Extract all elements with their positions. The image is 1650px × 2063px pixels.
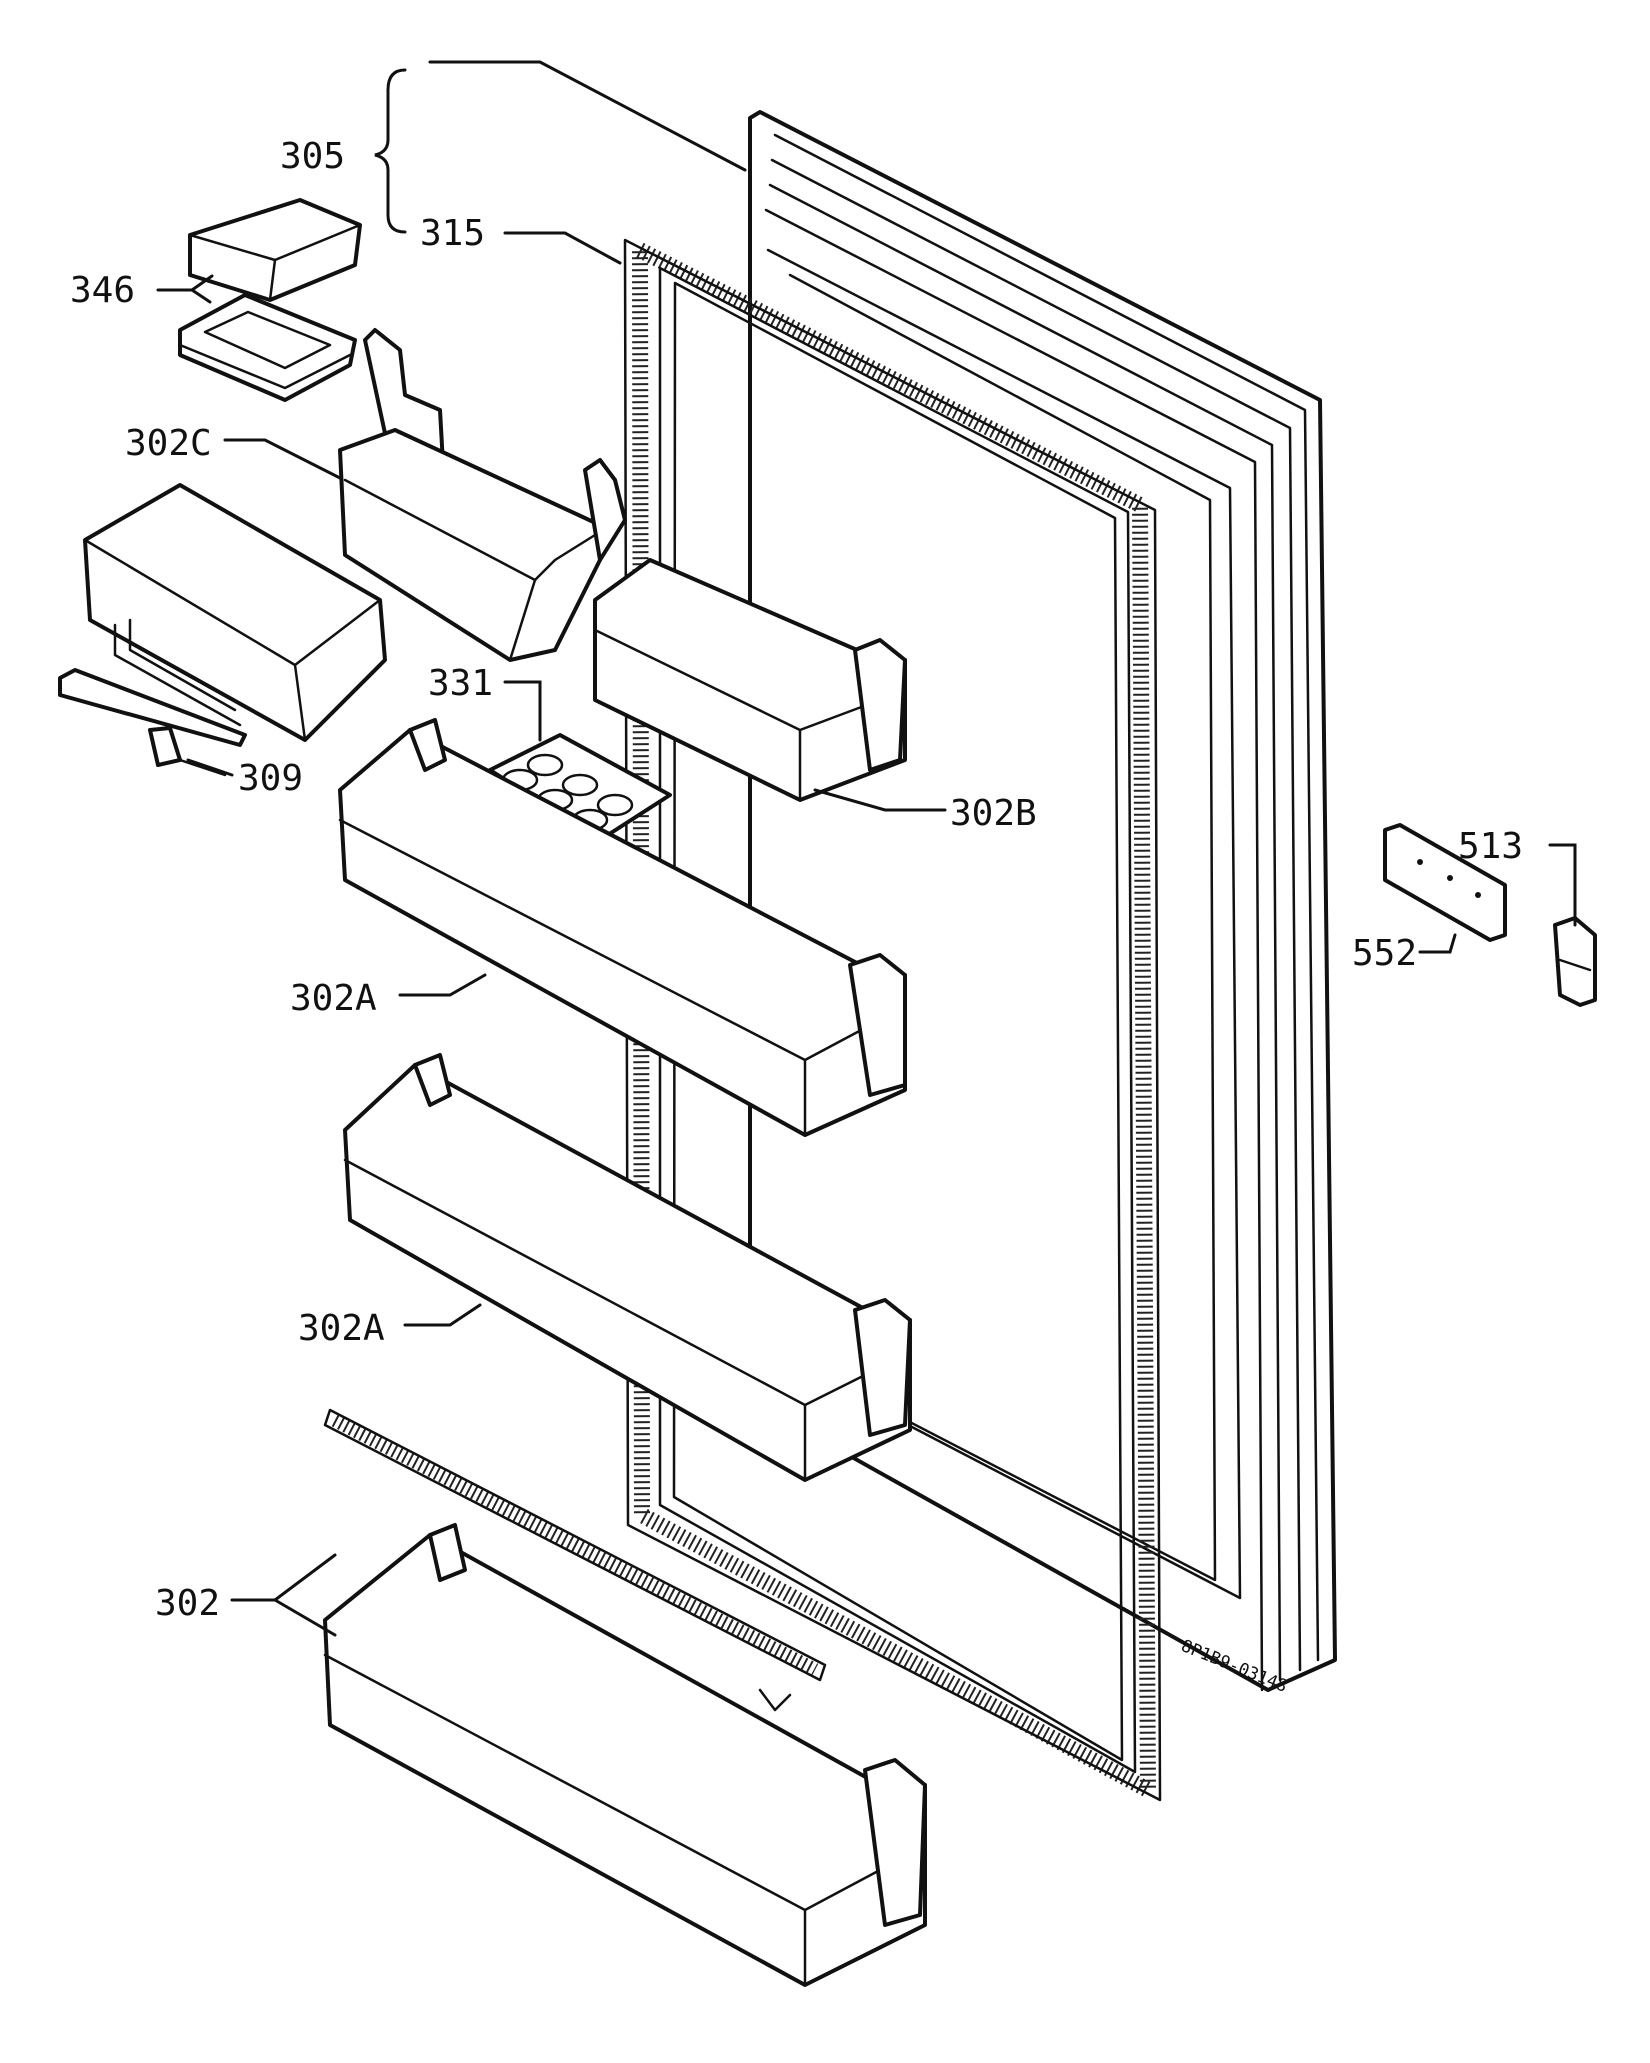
part-346-frame bbox=[178, 293, 357, 402]
leader-302c bbox=[223, 438, 342, 480]
part-302a-lower-shelf bbox=[343, 1053, 912, 1482]
callout-346: 346 bbox=[70, 270, 135, 311]
leader-305 bbox=[428, 60, 747, 172]
leader-346b bbox=[190, 288, 212, 304]
part-bottle-rail bbox=[323, 1408, 827, 1712]
leader-315 bbox=[503, 231, 622, 265]
leader-302-a bbox=[230, 1553, 337, 1602]
callout-309: 309 bbox=[238, 758, 303, 799]
part-305-lid bbox=[188, 198, 362, 302]
leader-331 bbox=[503, 680, 542, 742]
part-302c-shelf bbox=[338, 328, 627, 662]
callout-302a-lower: 302A bbox=[298, 1308, 385, 1349]
callout-302c: 302C bbox=[125, 423, 212, 464]
callout-552: 552 bbox=[1352, 933, 1417, 974]
leader-302-b bbox=[273, 1598, 337, 1637]
part-302a-upper-shelf bbox=[338, 718, 907, 1137]
part-302b-shelf bbox=[593, 558, 907, 802]
callout-302b: 302B bbox=[950, 793, 1037, 834]
leader-513 bbox=[1548, 843, 1577, 927]
part-309-box bbox=[58, 483, 387, 777]
callout-513: 513 bbox=[1458, 826, 1523, 867]
leader-lines bbox=[156, 60, 1577, 1637]
door-outer-panel bbox=[748, 110, 1337, 1692]
callout-302: 302 bbox=[155, 1583, 220, 1624]
callout-331: 331 bbox=[428, 663, 493, 704]
callout-305: 305 bbox=[280, 136, 345, 177]
leader-302a-lower bbox=[403, 1303, 482, 1327]
leader-309 bbox=[186, 758, 234, 777]
door-gasket bbox=[623, 238, 1162, 1802]
part-302-bottom-bin bbox=[323, 1523, 927, 1987]
callout-302a-upper: 302A bbox=[290, 978, 377, 1019]
brace-305-315 bbox=[374, 68, 407, 234]
leader-552 bbox=[1418, 933, 1457, 954]
callout-315: 315 bbox=[420, 213, 485, 254]
leader-302b bbox=[813, 788, 947, 812]
leader-302a-upper bbox=[398, 973, 487, 997]
part-513-clip bbox=[1553, 916, 1597, 1007]
part-552-plate bbox=[1383, 823, 1507, 942]
